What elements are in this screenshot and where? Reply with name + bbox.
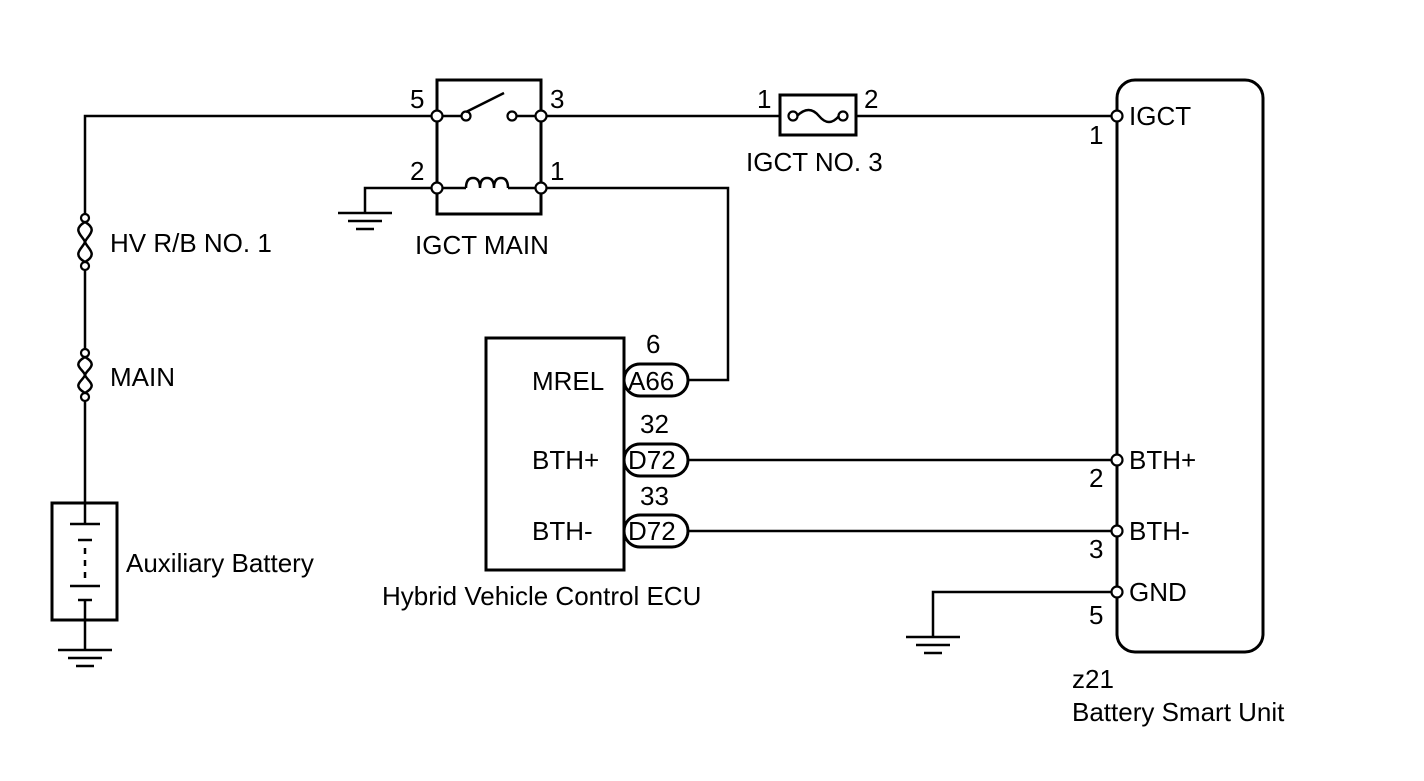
bsu-pin-igct-name: IGCT: [1129, 101, 1191, 131]
bsu-terminal-bth-minus: [1110, 524, 1124, 538]
bsu-box: [1115, 78, 1265, 654]
relay-igct-main: [430, 78, 548, 216]
bsu-pin-3-number: 3: [1089, 534, 1103, 564]
battery-label: Auxiliary Battery: [126, 548, 314, 578]
wire-relay-to-mrel: [541, 186, 730, 382]
ecu-pin-mrel-name: MREL: [532, 366, 604, 396]
ecu-pin-bth-plus-name: BTH+: [532, 445, 599, 475]
ecu-pin-33-number: 33: [640, 481, 669, 511]
bsu-pin-gnd-name: GND: [1129, 577, 1187, 607]
bsu-terminal-gnd: [1110, 585, 1124, 599]
connector-a66: [622, 362, 690, 398]
bsu-pin-bth-plus-name: BTH+: [1129, 445, 1196, 475]
fuse-main: [77, 347, 93, 403]
fuse-igct-pin-2: 2: [864, 84, 878, 114]
relay-pin-2: 2: [410, 156, 424, 186]
relay-label: IGCT MAIN: [415, 230, 549, 260]
bsu-terminal-bth-plus: [1110, 453, 1124, 467]
connector-d72-32-label: D72: [628, 445, 676, 475]
auxiliary-battery: [50, 501, 119, 622]
bsu-pin-2-number: 2: [1089, 463, 1103, 493]
bsu-terminal-igct: [1110, 109, 1124, 123]
ground-symbol-relay: [338, 211, 392, 231]
ecu-label: Hybrid Vehicle Control ECU: [382, 581, 701, 611]
wire-bsu-ground: [931, 590, 1117, 636]
ecu-pin-32-number: 32: [640, 409, 669, 439]
bsu-code: z21: [1072, 664, 1114, 694]
fuse-main-label: MAIN: [110, 362, 175, 392]
connector-d72-33-label: D72: [628, 516, 676, 546]
connector-d72-33: [622, 513, 690, 549]
fuse-hv-rb-no1: [77, 212, 93, 272]
relay-pin-3: 3: [550, 84, 564, 114]
wire-relay-coil-ground: [363, 186, 437, 212]
bsu-pin-bth-minus-name: BTH-: [1129, 516, 1190, 546]
bsu-label: Battery Smart Unit: [1072, 697, 1285, 727]
relay-pin-1: 1: [550, 156, 564, 186]
relay-pin-5: 5: [410, 84, 424, 114]
connector-a66-label: A66: [628, 366, 674, 396]
bsu-pin-1-number: 1: [1089, 120, 1103, 150]
ecu-pin-6-number: 6: [646, 329, 660, 359]
ecu-pin-bth-minus-name: BTH-: [532, 516, 593, 546]
wire-battery-to-relay: [83, 114, 437, 214]
ground-symbol-battery: [58, 648, 112, 668]
fuse-igct-pin-1: 1: [757, 84, 771, 114]
fuse-igct-no3: [778, 93, 858, 137]
fuse-igct-label: IGCT NO. 3: [746, 147, 883, 177]
connector-d72-32: [622, 442, 690, 478]
bsu-pin-5-number: 5: [1089, 600, 1103, 630]
ground-symbol-bsu: [906, 635, 960, 655]
fuse-hvrb-label: HV R/B NO. 1: [110, 228, 272, 258]
